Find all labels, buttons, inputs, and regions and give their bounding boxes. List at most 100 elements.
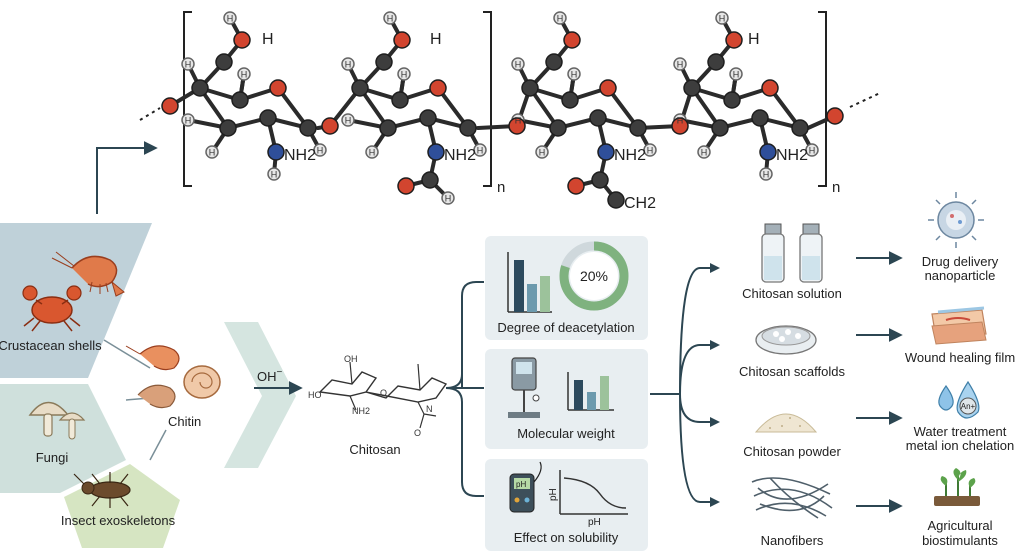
oxygen-atom [826, 107, 844, 125]
chitin-label: Chitin [168, 414, 201, 429]
atom-group-label: NH2 [284, 147, 316, 164]
hydrogen-atom [365, 145, 379, 159]
hydrogen-letter: H [677, 60, 684, 70]
carbon-atom [521, 79, 539, 97]
degree-bar [514, 260, 524, 312]
oxygen-atom [233, 31, 251, 49]
carbon-atom [375, 53, 393, 71]
chitosan-atom-label: N [426, 404, 433, 414]
carbon-atom [379, 119, 397, 137]
carbon-atom [419, 109, 437, 127]
carbon-atom [215, 53, 233, 71]
hydrogen-letter: H [445, 194, 452, 204]
hydrogen-letter: H [809, 146, 816, 156]
nitrogen-atom [759, 143, 777, 161]
vial-icon [761, 223, 823, 283]
process-chevron [224, 322, 296, 468]
weight-bar [587, 392, 596, 410]
hydrogen-atom [729, 67, 743, 81]
hydrogen-atom [643, 143, 657, 157]
atom-group-label: H [262, 31, 274, 48]
hydrogen-letter: H [539, 148, 546, 158]
reagent-label: OH− [257, 367, 283, 384]
panel-molecular-weight: Molecular weight [485, 349, 648, 449]
deacetylation-donut: 20% [559, 241, 629, 311]
weight-bar [600, 376, 609, 410]
shrimp-icon [51, 251, 125, 297]
deacetylation-percent: 20% [580, 268, 608, 284]
oxygen-atom [761, 79, 779, 97]
hydrogen-atom [383, 11, 397, 25]
carbon-atom [591, 171, 609, 189]
carbon-atom [459, 119, 477, 137]
atom-group-label: NH2 [776, 147, 808, 164]
hydrogen-letter: H [241, 70, 248, 80]
hydrogen-letter: H [227, 14, 234, 24]
hydrogen-letter: H [701, 148, 708, 158]
property-label: Molecular weight [517, 426, 615, 441]
nitrogen-atom [267, 143, 285, 161]
carbon-atom [299, 119, 317, 137]
deacetylation-step: OH− [224, 322, 303, 468]
form-label-scaffolds: Chitosan scaffolds [739, 364, 845, 379]
hydrogen-atom [759, 167, 773, 181]
mushroom-icon [28, 401, 86, 440]
hydrogen-letter: H [271, 170, 278, 180]
chitosan-atom-label: O [380, 388, 387, 398]
atom-group-label: NH2 [614, 147, 646, 164]
hydrogen-atom [805, 143, 819, 157]
source-label-fungi: Fungi [36, 450, 69, 465]
solubility-axis-y: pH [548, 488, 559, 501]
seashell-icon [183, 365, 221, 399]
hydrogen-letter: H [317, 146, 324, 156]
atom-group-label: H [430, 31, 442, 48]
hydrogen-atom [181, 57, 195, 71]
form-label-solution: Chitosan solution [742, 286, 842, 301]
oxygen-atom [397, 177, 415, 195]
source-label-insect: Insect exoskeletons [61, 513, 176, 528]
chain-continuation-left [139, 107, 161, 121]
oxygen-atom [567, 177, 585, 195]
carbon-atom [589, 109, 607, 127]
oxygen-atom [599, 79, 617, 97]
shrimp-icon [125, 345, 180, 371]
hydrogen-atom [341, 113, 355, 127]
crustacean-band [0, 223, 152, 378]
solubility-axis-x: pH [588, 517, 601, 528]
fungi-band [0, 384, 126, 493]
hydrogen-atom [441, 191, 455, 205]
source-to-polymer-arrow [96, 141, 158, 214]
solubility-curve [563, 477, 627, 509]
hydrogen-atom [473, 143, 487, 157]
hydrogen-letter: H [515, 116, 522, 126]
hydrogen-atom [181, 113, 195, 127]
shrimp-icon [137, 384, 176, 409]
ph-meter-icon: pH [509, 461, 542, 513]
hydrogen-atom [313, 143, 327, 157]
oxygen-atom [671, 117, 689, 135]
carbon-atom [607, 191, 625, 209]
crab-icon [22, 285, 82, 332]
panel-degree-of-deacetylation: 20% Degree of deacetylation [485, 236, 648, 340]
hydrogen-letter: H [387, 14, 394, 24]
right-bracket [818, 11, 827, 187]
petri-dish-icon [755, 325, 817, 355]
oxygen-atom [725, 31, 743, 49]
chitin-sources: Crustacean shells Fungi Insect exoskelet… [0, 223, 221, 548]
hydrogen-letter: H [185, 60, 192, 70]
atom-group-label: H [748, 31, 760, 48]
carbon-atom [711, 119, 729, 137]
insect-icon [73, 472, 131, 508]
chitosan-label: Chitosan [349, 442, 400, 457]
hydrogen-letter: H [557, 14, 564, 24]
hydrogen-letter: H [369, 148, 376, 158]
application-label: nanoparticle [925, 268, 996, 283]
carbon-atom [391, 91, 409, 109]
atom-group-label: CH2 [624, 195, 656, 212]
nanofiber-icon [751, 477, 833, 519]
hydrogen-atom [535, 145, 549, 159]
hydrogen-letter: H [401, 70, 408, 80]
hydrogen-letter: H [477, 146, 484, 156]
hydrogen-atom [673, 57, 687, 71]
